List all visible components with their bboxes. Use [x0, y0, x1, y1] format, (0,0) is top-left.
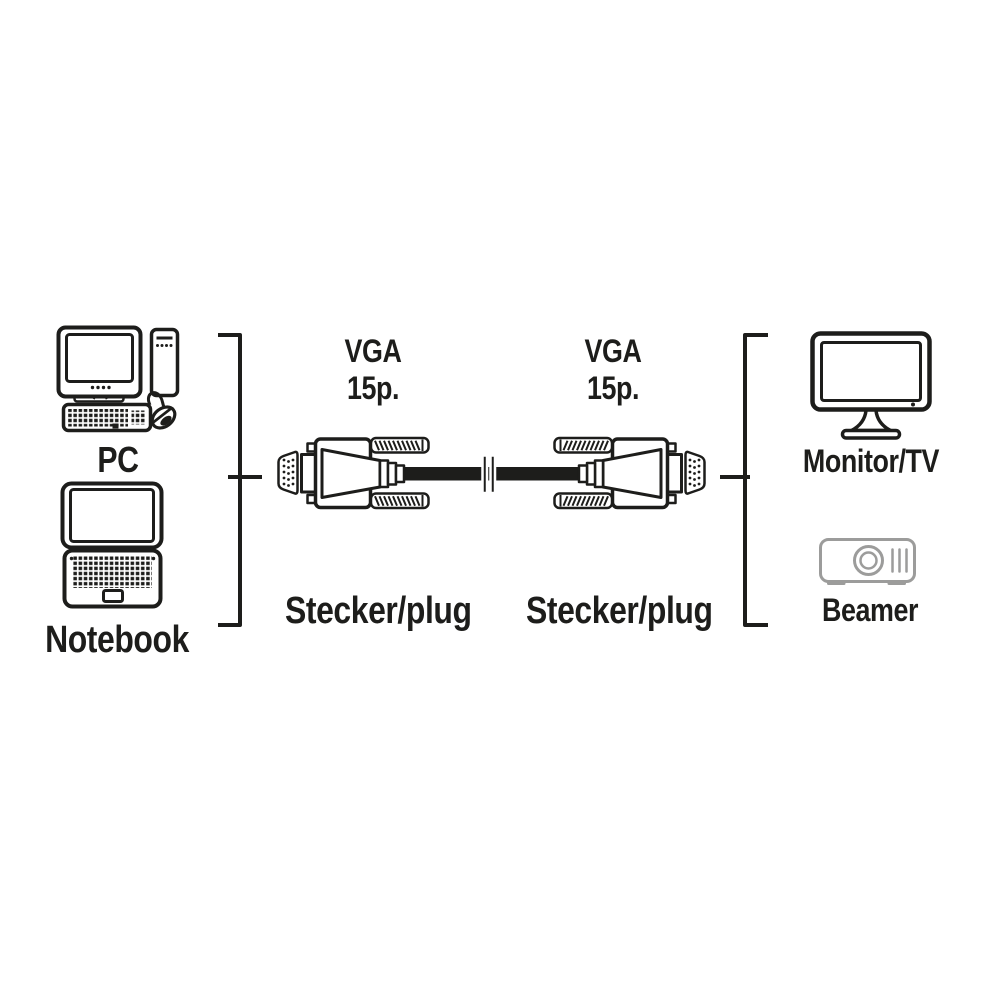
- vga-left-label: VGA 15p.: [314, 333, 432, 407]
- vga-left-label-line2: 15p.: [346, 370, 400, 406]
- vga-right-label-line2: 15p.: [586, 370, 640, 406]
- pc-tower: [149, 327, 180, 398]
- pc-label: PC: [97, 439, 139, 480]
- pc-monitor: [56, 325, 143, 403]
- pc-mouse: [146, 391, 177, 430]
- left-bracket: [218, 333, 262, 627]
- cable-break-icon: [481, 454, 497, 495]
- monitor-tv-label: Monitor/TV: [802, 443, 940, 479]
- vga-right-label-line1: VGA: [584, 333, 642, 369]
- pc-keyboard: [61, 402, 153, 433]
- notebook-icon: [60, 481, 164, 609]
- beamer-label: Beamer: [821, 592, 919, 628]
- plug-right-label: Stecker/plug: [526, 590, 713, 632]
- vga-left-label-line1: VGA: [344, 333, 402, 369]
- vga-pins: [282, 458, 295, 487]
- beamer-icon: [819, 538, 916, 585]
- notebook-label: Notebook: [45, 619, 189, 661]
- pc-icon: [56, 325, 180, 433]
- vga-connector-left-icon: [277, 436, 430, 510]
- right-bracket: [720, 333, 768, 627]
- thumbscrew-top: [369, 436, 430, 454]
- plug-left-label: Stecker/plug: [285, 590, 472, 632]
- thumbscrew-bottom: [369, 492, 430, 510]
- vga-right-label: VGA 15p.: [554, 333, 672, 407]
- monitor-tv-icon: [810, 331, 932, 440]
